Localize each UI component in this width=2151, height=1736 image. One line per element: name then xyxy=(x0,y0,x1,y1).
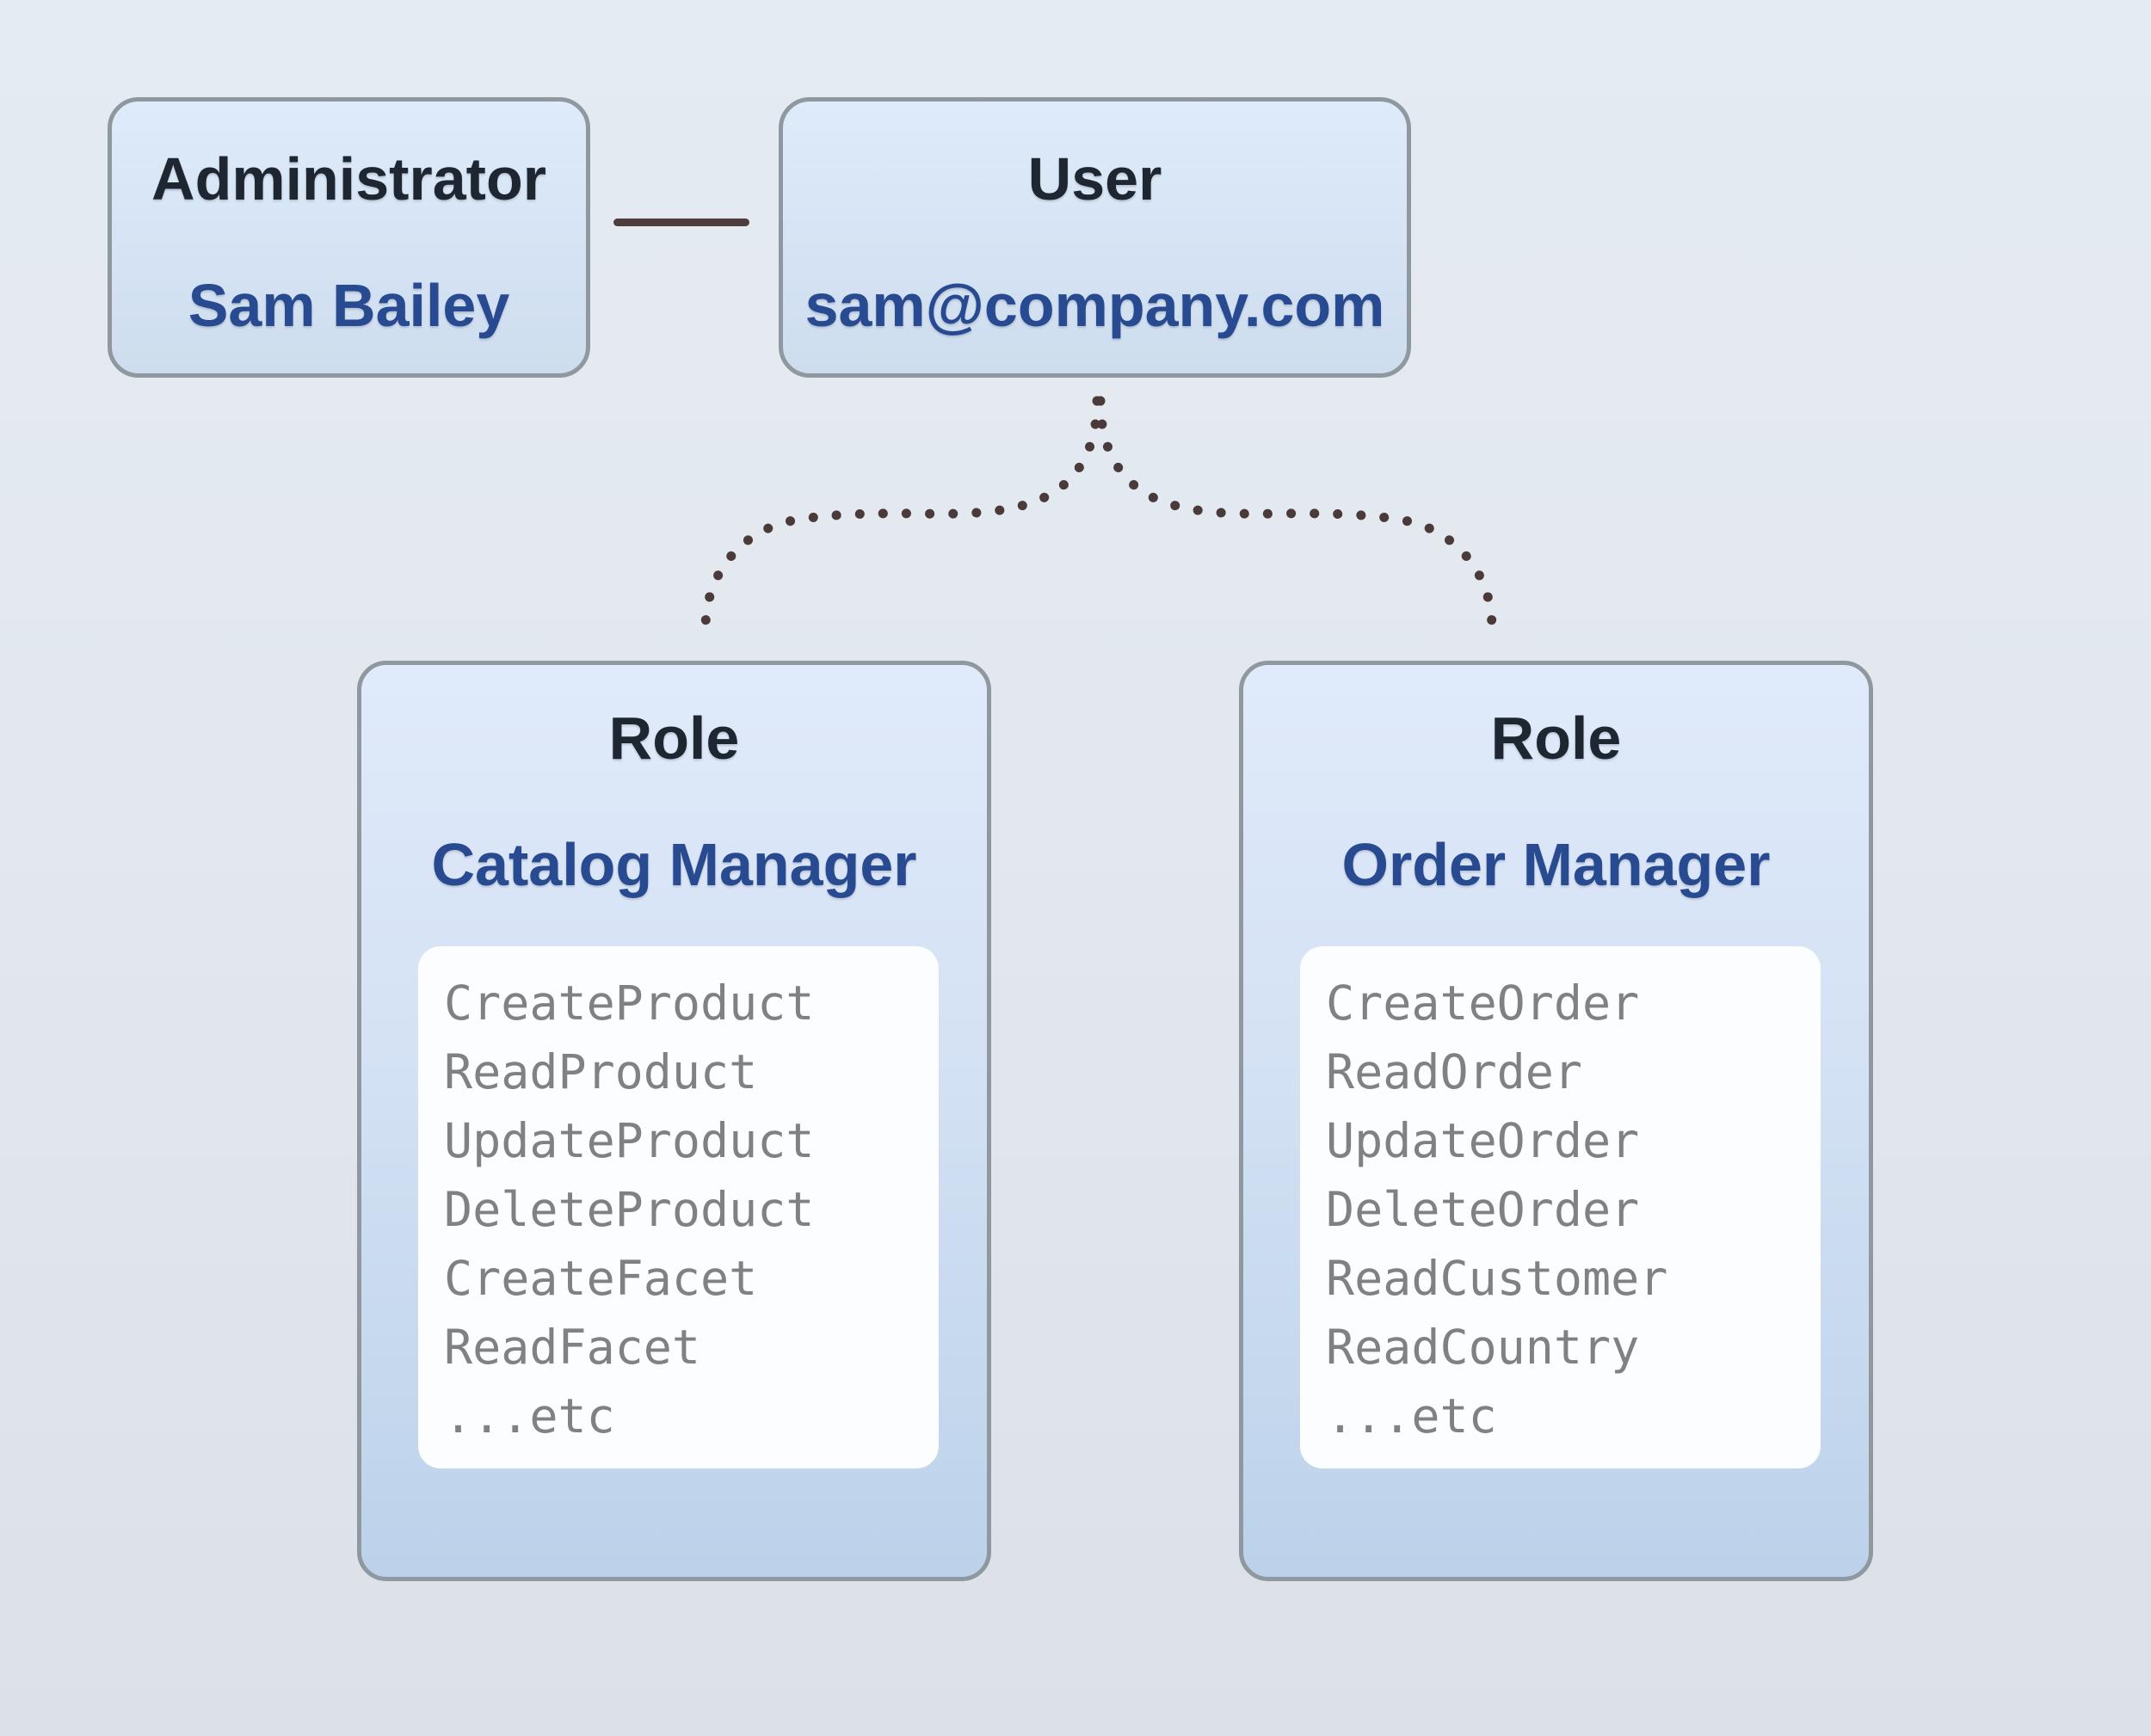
role-node-order-manager: Role Order Manager CreateOrder ReadOrder… xyxy=(1239,661,1873,1581)
permission-item: UpdateOrder xyxy=(1326,1113,1640,1168)
permission-item: ReadProduct xyxy=(444,1044,758,1099)
dotted-connector-left xyxy=(700,396,1102,635)
permission-item: UpdateProduct xyxy=(444,1113,815,1168)
role-node-catalog-manager: Role Catalog Manager CreateProduct ReadP… xyxy=(357,661,991,1581)
permissions-panel-catalog: CreateProduct ReadProduct UpdateProduct … xyxy=(418,946,939,1468)
role-name-catalog-manager: Catalog Manager xyxy=(431,831,917,898)
permission-item: ReadCountry xyxy=(1326,1320,1640,1375)
permissions-panel-order: CreateOrder ReadOrder UpdateOrder Delete… xyxy=(1300,946,1821,1468)
administrator-node: Administrator Sam Bailey xyxy=(108,97,590,378)
permission-item: ReadFacet xyxy=(444,1320,701,1375)
permission-item: ...etc xyxy=(444,1388,615,1444)
permission-item: ...etc xyxy=(1326,1388,1497,1444)
role-title: Role xyxy=(608,705,740,772)
permission-item: ReadCustomer xyxy=(1326,1251,1668,1306)
role-title: Role xyxy=(1490,705,1622,772)
user-title: User xyxy=(1027,145,1162,212)
role-name-order-manager: Order Manager xyxy=(1341,831,1771,898)
permission-item: ReadOrder xyxy=(1326,1044,1583,1099)
administrator-name: Sam Bailey xyxy=(188,272,510,339)
dotted-connector-right xyxy=(1095,396,1497,635)
permission-item: CreateOrder xyxy=(1326,976,1640,1031)
permission-item: CreateFacet xyxy=(444,1251,758,1306)
permission-item: DeleteProduct xyxy=(444,1182,815,1237)
permission-item: DeleteOrder xyxy=(1326,1182,1640,1237)
user-node: User sam@company.com xyxy=(779,97,1411,378)
permission-item: CreateProduct xyxy=(444,976,815,1031)
admin-user-connector-line xyxy=(613,219,749,226)
administrator-title: Administrator xyxy=(151,145,546,212)
user-email: sam@company.com xyxy=(804,272,1385,339)
